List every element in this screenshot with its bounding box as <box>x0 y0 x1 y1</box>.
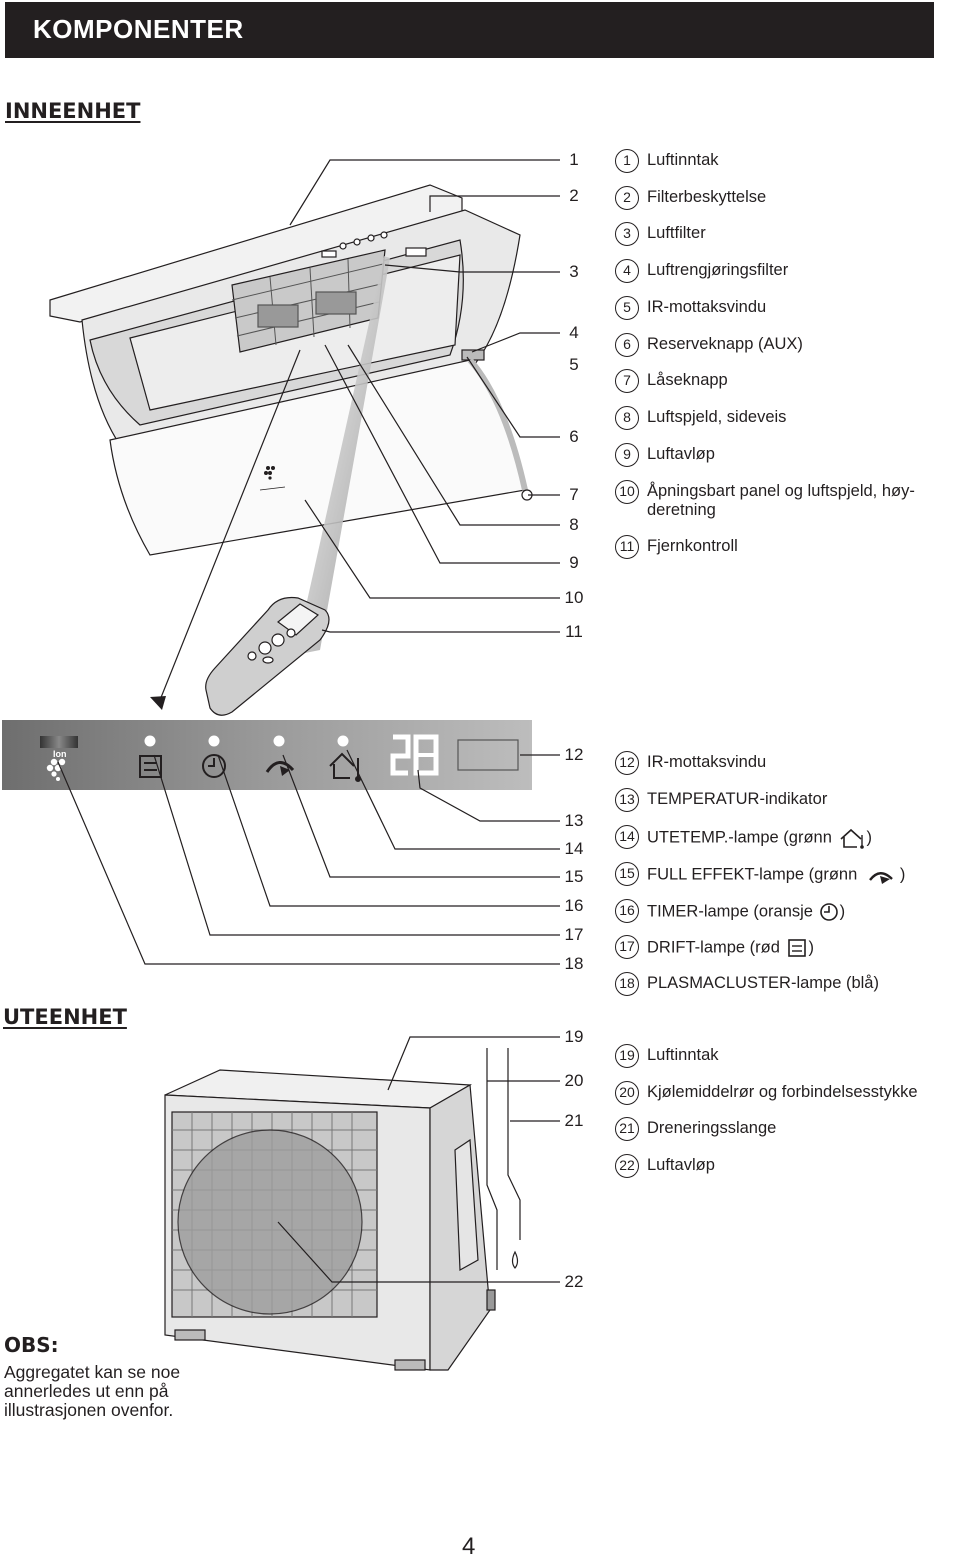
full-power-icon <box>868 872 893 884</box>
callout-7: 7 <box>569 485 579 504</box>
callout-5: 5 <box>569 355 579 374</box>
plasmacluster-icon <box>46 758 66 781</box>
section-outdoor-unit: UTEENHET <box>3 1005 127 1029</box>
display-leader-lines <box>57 749 560 965</box>
operation-lamp-icon <box>139 755 162 778</box>
ir-receiver-window <box>457 739 519 771</box>
callout-6: 6 <box>569 427 579 446</box>
callout-15: 15 <box>564 867 584 886</box>
display-panel <box>2 720 532 790</box>
pipes <box>486 1048 521 1270</box>
timer-lamp-icon <box>202 754 226 778</box>
indoor-leader-lines <box>159 159 560 701</box>
callout-13: 13 <box>564 811 584 830</box>
callout-21: 21 <box>564 1111 584 1130</box>
callout-16: 16 <box>564 896 584 915</box>
outdoor-unit-drawing <box>164 1069 496 1371</box>
temperature-digits <box>390 734 439 776</box>
indoor-unit-drawing <box>49 184 533 556</box>
outdoor-temp-lamp-icon <box>329 752 361 782</box>
page-title: KOMPONENTER <box>33 14 244 44</box>
callout-11: 11 <box>565 622 583 641</box>
timer-icon <box>819 903 838 921</box>
callout-3: 3 <box>569 262 579 281</box>
callout-19: 19 <box>564 1027 584 1046</box>
full-power-lamp-icon <box>265 761 295 776</box>
callout-2: 2 <box>569 186 579 205</box>
callout-14: 14 <box>564 839 584 858</box>
arrow-head <box>150 696 166 710</box>
callout-4: 4 <box>569 323 579 342</box>
note-text: Aggregatet kan se noe annerledes ut enn … <box>4 1362 181 1420</box>
callout-18: 18 <box>564 954 584 973</box>
callout-8: 8 <box>569 515 579 534</box>
outdoor-temp-icon <box>839 828 864 849</box>
section-indoor-unit: INNEENHET <box>5 99 141 123</box>
callout-22: 22 <box>564 1272 584 1291</box>
note-title: OBS: <box>4 1333 59 1357</box>
operation-icon <box>787 939 806 957</box>
outdoor-leader-lines <box>277 1036 560 1283</box>
ion-label: Ion <box>53 749 67 759</box>
callout-20: 20 <box>564 1071 584 1090</box>
remote-control-drawing <box>205 596 330 716</box>
callout-9: 9 <box>569 553 579 572</box>
ir-beam <box>295 256 390 655</box>
callout-17: 17 <box>564 925 584 944</box>
callout-12: 12 <box>564 745 584 764</box>
page-number: 4 <box>462 1533 476 1560</box>
note-box: OBS: Aggregatet kan se noe annerledes ut… <box>4 1333 264 1420</box>
page-header: KOMPONENTER <box>5 2 934 58</box>
callout-1: 1 <box>569 150 579 169</box>
callout-10: 10 <box>564 588 584 607</box>
